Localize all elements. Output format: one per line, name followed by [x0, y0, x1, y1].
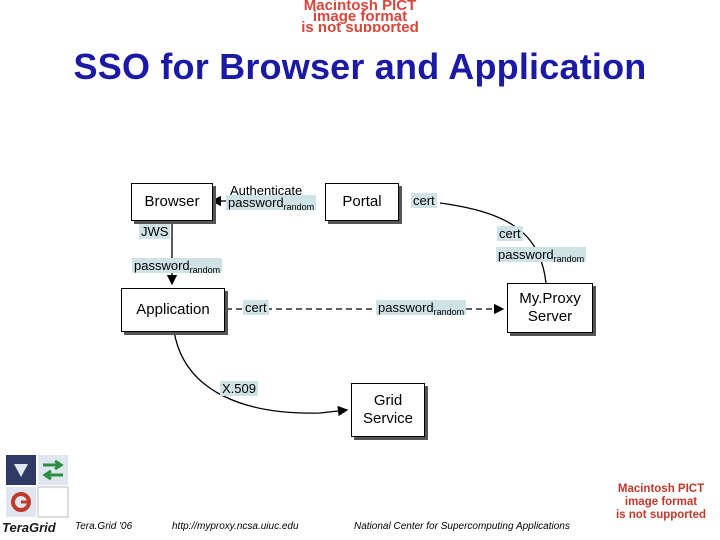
grid-service-node: Grid Service	[351, 383, 425, 437]
banner-line-3: is not supported	[301, 19, 419, 32]
portal-label: Portal	[342, 193, 382, 210]
footer-org: National Center for Supercomputing Appli…	[354, 521, 570, 532]
password-random-label-right: passwordrandom	[496, 247, 587, 264]
teragrid-logo-icon	[6, 455, 69, 518]
authenticate-label: Authenticate	[230, 183, 303, 198]
myproxy-label-line-1: My.Proxy	[519, 290, 581, 307]
cert-label-middle: cert	[243, 300, 269, 315]
jws-label: JWS	[139, 224, 171, 239]
slide-title: SSO for Browser and Application	[73, 46, 647, 87]
cert-label-right: cert	[497, 226, 523, 241]
portal-myproxy-curve	[439, 202, 547, 284]
x509-label: X.509	[220, 381, 258, 396]
footer-url[interactable]: http://myproxy.ncsa.uiuc.edu	[172, 521, 299, 532]
pict-line-1: Macintosh PICT	[617, 483, 705, 495]
teragrid-logo-text: TeraGrid	[2, 520, 56, 535]
browser-label: Browser	[144, 193, 200, 210]
password-random-label-middle: passwordrandom	[376, 300, 467, 317]
myproxy-server-node: My.Proxy Server	[507, 283, 593, 333]
pict-placeholder-bottom: Macintosh PICT image format is not suppo…	[604, 483, 718, 522]
portal-node: Portal	[325, 183, 399, 221]
browser-node: Browser	[131, 183, 213, 221]
application-node: Application	[121, 288, 225, 332]
pict-placeholder-banner: Macintosh PICT image format is not suppo…	[0, 0, 720, 32]
app-grid-curve	[173, 330, 349, 417]
application-label: Application	[136, 301, 210, 318]
grid-service-label-line-1: Grid	[373, 392, 403, 409]
footer-event: Tera.Grid '06	[75, 521, 133, 532]
password-random-label-top: passwordrandom	[226, 195, 317, 212]
myproxy-label-line-2: Server	[527, 308, 573, 325]
cert-label-portal: cert	[411, 193, 437, 208]
pict-line-3: is not supported	[615, 509, 707, 521]
banner-line-2: image format	[313, 8, 407, 25]
banner-line-1: Macintosh PICT	[304, 0, 417, 14]
grid-service-label-line-2: Service	[362, 410, 414, 427]
password-random-label-left: passwordrandom	[132, 258, 223, 275]
pict-line-2: image format	[624, 496, 698, 508]
